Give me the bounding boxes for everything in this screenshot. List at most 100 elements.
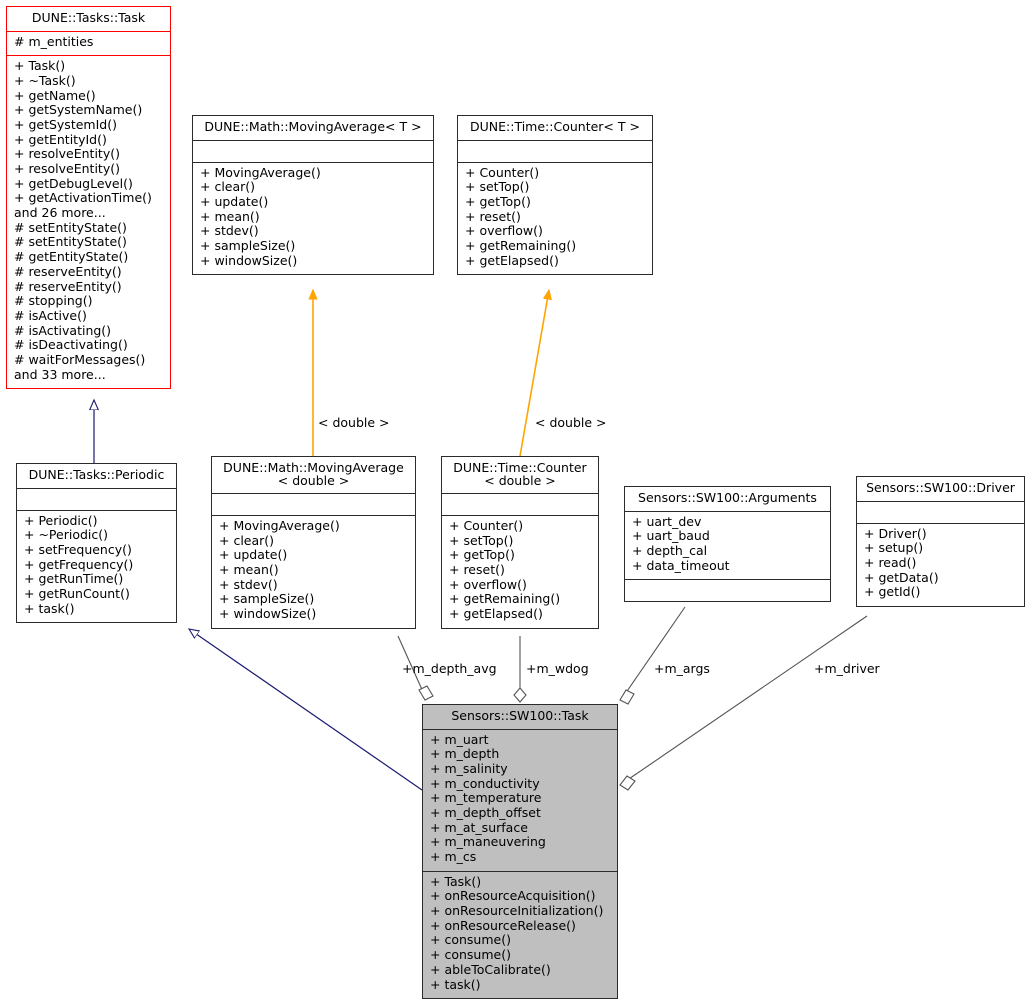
operation-row: + mean()	[219, 564, 279, 578]
operation-row: + setup()	[864, 542, 924, 556]
operation-row: + Driver()	[864, 527, 927, 541]
operation-row: + stdev()	[200, 225, 259, 239]
attribute-row: + m_depth	[430, 748, 500, 762]
attribute-row: + depth_cal	[632, 544, 708, 558]
node-sw100-task[interactable]: Sensors::SW100::Task + m_uart + m_depth …	[422, 704, 618, 1000]
operation-row: + getActivationTime()	[14, 192, 152, 206]
edge-label-instantiation-counter: < double >	[535, 415, 607, 430]
attributes-compartment	[17, 489, 176, 511]
attributes-compartment: + uart_dev + uart_baud + depth_cal + dat…	[625, 512, 830, 581]
operations-compartment: + Periodic() + ~Periodic() + setFrequenc…	[17, 511, 176, 623]
operations-compartment: + Driver() + setup() + read() + getData(…	[857, 524, 1024, 606]
node-title: DUNE::Math::MovingAverage < double >	[212, 457, 415, 494]
edge-m-driver	[619, 615, 868, 791]
operation-row: + ~Periodic()	[24, 529, 108, 543]
operation-row: + getElapsed()	[465, 254, 559, 268]
node-title: DUNE::Tasks::Periodic	[17, 464, 176, 489]
operation-row: + Task()	[14, 60, 66, 74]
operation-row: + mean()	[200, 210, 260, 224]
attributes-compartment	[458, 141, 652, 163]
operation-row: + reset()	[449, 564, 505, 578]
node-moving-average-double[interactable]: DUNE::Math::MovingAverage < double > + M…	[211, 456, 416, 629]
operations-compartment: + Task() + onResourceAcquisition() + onR…	[423, 872, 617, 999]
operation-row: + getRemaining()	[465, 239, 577, 253]
operation-row: + clear()	[219, 534, 275, 548]
edge-label-m-depth-avg: +m_depth_avg	[402, 661, 497, 676]
node-dune-tasks-periodic[interactable]: DUNE::Tasks::Periodic + Periodic() + ~Pe…	[16, 463, 177, 624]
operation-row: + consume()	[430, 934, 511, 948]
operation-row: # getEntityState()	[14, 251, 129, 265]
operation-row: + update()	[200, 195, 269, 209]
operation-row: # isDeactivating()	[14, 339, 128, 353]
operation-row: + task()	[430, 978, 481, 992]
operation-row: + read()	[864, 556, 917, 570]
node-title: Sensors::SW100::Driver	[857, 477, 1024, 502]
operation-row: + update()	[219, 549, 288, 563]
edge-m-args	[619, 606, 686, 705]
attributes-compartment	[212, 494, 415, 516]
attribute-row: + m_salinity	[430, 762, 508, 776]
operation-row: + sampleSize()	[200, 239, 296, 253]
operation-row: # setEntityState()	[14, 236, 127, 250]
operation-row: + clear()	[200, 181, 256, 195]
attribute-row: # m_entities	[14, 35, 94, 49]
node-dune-tasks-task[interactable]: DUNE::Tasks::Task # m_entities + Task() …	[6, 6, 171, 390]
operation-row: # reserveEntity()	[14, 280, 122, 294]
attribute-row: + uart_baud	[632, 530, 710, 544]
operation-row: + setFrequency()	[24, 543, 132, 557]
operations-compartment: + MovingAverage() + clear() + update() +…	[193, 163, 433, 275]
operation-row: + getTop()	[465, 195, 531, 209]
operation-row: + getName()	[14, 89, 96, 103]
node-sw100-driver[interactable]: Sensors::SW100::Driver + Driver() + setu…	[856, 476, 1025, 607]
operation-row: + getData()	[864, 571, 939, 585]
operation-row: + getRemaining()	[449, 593, 561, 607]
edge-sw100task-inherits-periodic	[189, 629, 423, 791]
node-counter-double[interactable]: DUNE::Time::Counter < double > + Counter…	[441, 456, 599, 629]
operation-row: + MovingAverage()	[200, 166, 321, 180]
operation-row: and 33 more...	[14, 368, 106, 382]
operation-row: # isActivating()	[14, 324, 112, 338]
operation-row: + windowSize()	[219, 608, 317, 622]
attributes-compartment	[193, 141, 433, 163]
operation-row: # reserveEntity()	[14, 265, 122, 279]
attribute-row: + m_temperature	[430, 792, 542, 806]
operation-row: + ~Task()	[14, 74, 76, 88]
operations-compartment: + Counter() + setTop() + getTop() + rese…	[458, 163, 652, 275]
edge-label-m-args: +m_args	[654, 661, 710, 676]
edge-label-m-driver: +m_driver	[814, 661, 880, 676]
node-counter-t[interactable]: DUNE::Time::Counter< T > + Counter() + s…	[457, 115, 653, 276]
node-sw100-arguments[interactable]: Sensors::SW100::Arguments + uart_dev + u…	[624, 486, 831, 603]
node-moving-average-t[interactable]: DUNE::Math::MovingAverage< T > + MovingA…	[192, 115, 434, 276]
operations-compartment: + Counter() + setTop() + getTop() + rese…	[442, 516, 598, 628]
operation-row: + Counter()	[449, 520, 524, 533]
node-title: Sensors::SW100::Task	[423, 705, 617, 730]
operation-row: + overflow()	[449, 578, 527, 592]
operation-row: + getId()	[864, 586, 921, 600]
operation-row: + getElapsed()	[449, 608, 543, 622]
operation-row: + getEntityId()	[14, 133, 107, 147]
operation-row: + setTop()	[449, 534, 514, 548]
operation-row: # isActive()	[14, 309, 87, 323]
attribute-row: + m_at_surface	[430, 821, 528, 835]
operations-compartment	[625, 580, 830, 601]
operation-row: + getTop()	[449, 549, 515, 563]
operation-row: + reset()	[465, 210, 521, 224]
operation-row: + getSystemName()	[14, 104, 143, 118]
operation-row: + Task()	[430, 875, 482, 889]
edge-label-m-wdog: +m_wdog	[526, 661, 589, 676]
attributes-compartment: # m_entities	[7, 32, 170, 57]
attribute-row: + m_cs	[430, 851, 477, 864]
operation-row: + resolveEntity()	[14, 163, 120, 176]
attribute-row: + m_maneuvering	[430, 836, 546, 850]
operation-row: + windowSize()	[200, 254, 298, 268]
operation-row: # waitForMessages()	[14, 353, 146, 367]
attribute-row: + data_timeout	[632, 559, 730, 573]
operation-row: + onResourceInitialization()	[430, 905, 604, 919]
operation-row: + Counter()	[465, 166, 540, 180]
attribute-row: + m_conductivity	[430, 777, 540, 791]
operation-row: + getDebugLevel()	[14, 177, 133, 191]
edge-m-wdog	[513, 636, 527, 703]
operation-row: + stdev()	[219, 578, 278, 592]
operation-row: + getFrequency()	[24, 558, 134, 572]
attribute-row: + m_depth_offset	[430, 806, 541, 820]
